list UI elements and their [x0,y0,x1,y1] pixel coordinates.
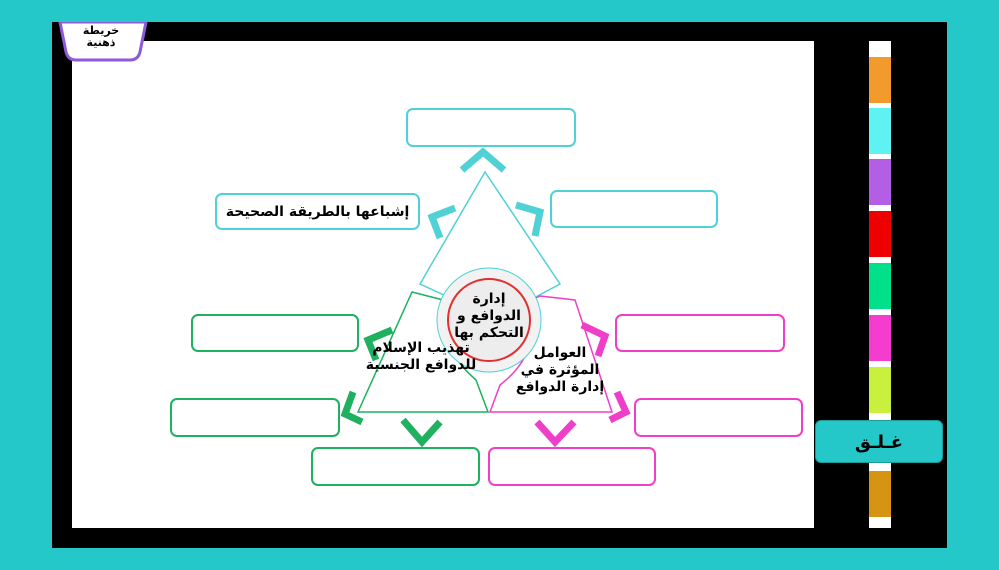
top-left-box-text: إشباعها بالطريقة الصحيحة [225,203,410,220]
chevron-left-icon [363,326,394,362]
left-triangle-label: تهذيب الإسلام للدوافع الجنسية [365,340,477,373]
mind-map-tab[interactable] [58,22,148,62]
color-swatch[interactable] [869,263,891,309]
left-answer-box-2[interactable] [170,398,340,437]
left-answer-box-3[interactable] [311,447,480,486]
color-swatch[interactable] [869,108,891,154]
chevron-down-icon [534,419,577,448]
left-answer-box-1[interactable] [191,314,359,352]
right-triangle-label: العوامل المؤثرة في إدارة الدوافع [515,345,605,395]
top-left-filled-box[interactable]: إشباعها بالطريقة الصحيحة [215,193,420,230]
right-answer-box-1[interactable] [615,314,785,352]
right-answer-box-2[interactable] [634,398,803,437]
chevron-left-icon [340,390,364,426]
color-swatch[interactable] [869,367,891,413]
chevron-right-icon [580,321,610,358]
color-swatch[interactable] [869,471,891,517]
color-swatch[interactable] [869,57,891,103]
chevron-up-icon [459,147,507,173]
color-swatch[interactable] [869,211,891,257]
chevron-down-icon [400,417,443,448]
close-button[interactable]: غـلـق [815,420,943,463]
tab-label: خريطة ذهنية [82,24,120,49]
chevron-left-icon [427,204,457,240]
top-answer-box[interactable] [406,108,576,147]
top-right-answer-box[interactable] [550,190,718,228]
color-swatch[interactable] [869,159,891,205]
center-label: إدارة الدوافع و التحكم بها [454,291,524,341]
chevron-right-icon [515,201,545,237]
center-circle [447,278,531,362]
color-swatch[interactable] [869,315,891,361]
chevron-right-icon [608,390,631,424]
right-answer-box-3[interactable] [488,447,656,486]
